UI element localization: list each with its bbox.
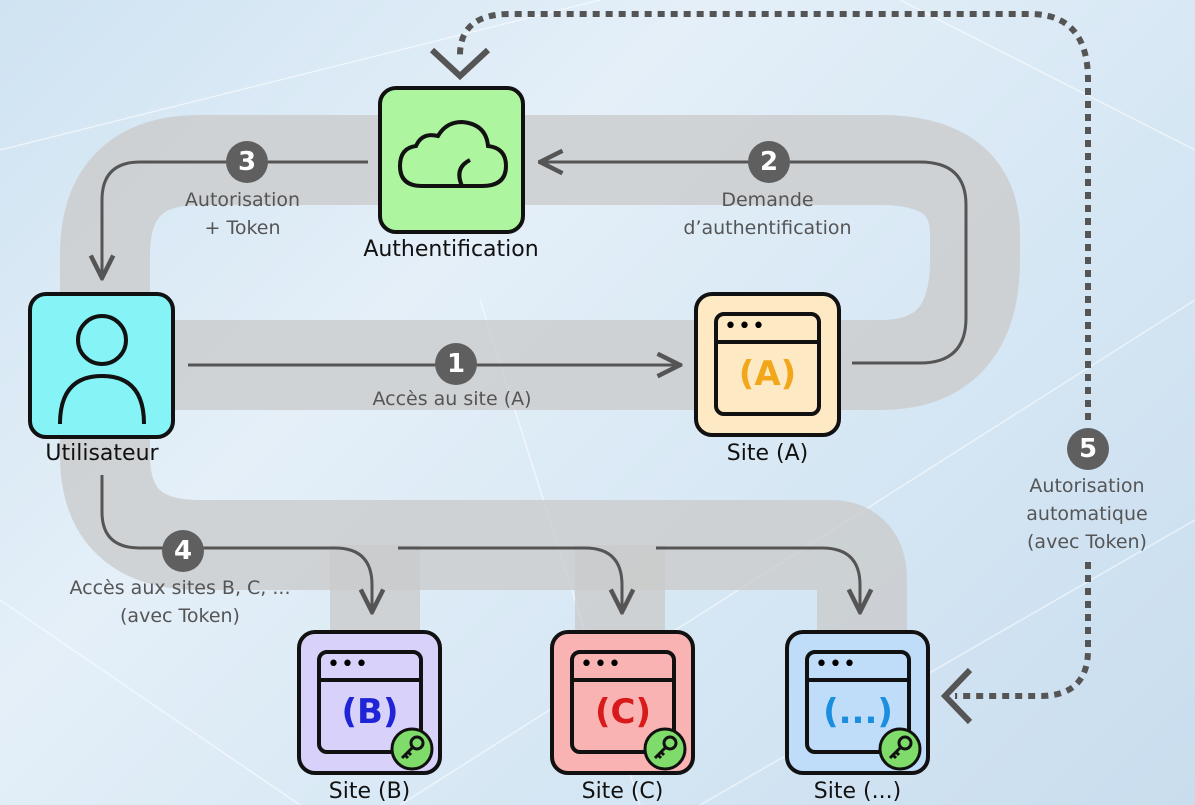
step-5-caption: Autorisation automatique (avec Token): [1008, 472, 1166, 556]
arrow-step-2: [540, 162, 968, 365]
site-a-label: Site (A): [726, 441, 809, 466]
step-4-badge: 4: [162, 530, 204, 572]
arrow-step-3: [102, 160, 368, 278]
arrowhead-auth-in: [429, 47, 491, 81]
site-c-node: ••• (C): [550, 630, 695, 775]
key-icon: [643, 727, 687, 771]
arrow-step-5-lower: [955, 562, 1091, 699]
user-label: Utilisateur: [45, 441, 159, 466]
site-c-letter: (C): [594, 692, 652, 732]
user-icon: [58, 314, 146, 425]
step-2-badge: 2: [748, 141, 790, 183]
step-5-caption-line-3: (avec Token): [1027, 531, 1147, 553]
site-b-letter: (B): [341, 692, 399, 732]
step-2-caption: Demande d’authentification: [660, 186, 875, 242]
site-etc-letter: (...): [823, 692, 893, 732]
browser-window-icon: ••• (A): [714, 312, 821, 416]
site-b-node: ••• (B): [297, 630, 442, 775]
arrow-step-5: [457, 11, 1091, 420]
step-4-caption-line-2: (avec Token): [120, 605, 240, 627]
step-2-caption-line-1: Demande: [721, 189, 814, 211]
auth-label: Authentification: [363, 237, 539, 262]
step-3-caption-line-2: + Token: [204, 217, 281, 239]
step-2-caption-line-2: d’authentification: [683, 217, 852, 239]
step-3-caption: Autorisation + Token: [160, 186, 325, 242]
auth-node: [378, 86, 525, 234]
site-etc-node: ••• (...): [785, 630, 930, 775]
step-3-caption-line-1: Autorisation: [184, 189, 301, 211]
site-a-letter: (A): [738, 354, 797, 394]
arrow-step-4-site-b: [100, 475, 372, 612]
step-1-badge: 1: [435, 343, 477, 385]
step-4-caption: Accès aux sites B, C, ... (avec Token): [55, 574, 305, 630]
browser-window-icon: ••• (...): [805, 650, 911, 754]
cloud-icon: [397, 119, 509, 188]
arrow-step-4-site-c: [398, 546, 622, 612]
step-1-caption: Accès au site (A): [372, 388, 532, 410]
site-a-node: ••• (A): [694, 292, 841, 437]
site-b-label: Site (B): [328, 779, 411, 804]
step-5-badge: 5: [1067, 428, 1109, 470]
browser-window-icon: ••• (C): [570, 650, 676, 754]
key-icon: [390, 727, 434, 771]
browser-window-icon: ••• (B): [317, 650, 423, 754]
arrow-step-4-site-etc: [656, 546, 860, 612]
arrowhead-site-etc-in: [940, 667, 973, 725]
step-5-caption-line-2: automatique: [1026, 503, 1148, 525]
user-node: [28, 292, 175, 439]
key-icon: [878, 727, 922, 771]
site-etc-label: Site (...): [813, 779, 902, 804]
step-3-badge: 3: [226, 141, 268, 183]
step-4-caption-line-1: Accès aux sites B, C, ...: [69, 577, 291, 599]
site-c-label: Site (C): [581, 779, 664, 804]
step-5-caption-line-1: Autorisation: [1029, 475, 1145, 497]
